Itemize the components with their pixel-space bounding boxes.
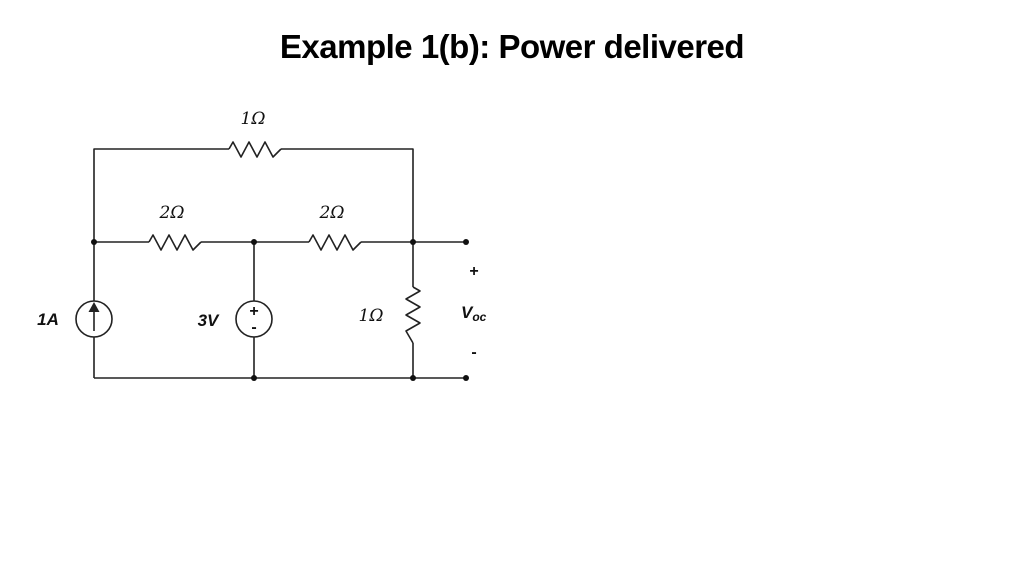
resistor-left-label: 2Ω: [159, 203, 185, 223]
current-source-circle: [75, 300, 113, 338]
resistor-mid-zigzag: [308, 234, 362, 251]
junction-dot-left: [91, 239, 97, 245]
voltage-source-plus: +: [249, 303, 258, 320]
terminal-dot-top: [463, 239, 469, 245]
current-source-arrowhead: [88, 302, 100, 312]
terminal-dot-bottom: [463, 375, 469, 381]
resistor-top-label: 1Ω: [241, 109, 266, 129]
resistor-right-zigzag: [405, 286, 421, 344]
resistor-left-zigzag: [148, 234, 202, 251]
junction-dot-bottom-right: [410, 375, 416, 381]
voltage-source-minus: -: [251, 319, 256, 336]
slide-title: Example 1(b): Power delivered: [279, 28, 745, 65]
current-source-label: 1A: [37, 310, 59, 329]
voltage-source-circle: [235, 300, 273, 338]
resistor-right-label: 1Ω: [359, 306, 384, 326]
junction-dot-center: [251, 239, 257, 245]
output-minus-sign: -: [471, 344, 476, 361]
output-voltage-subscript: oc: [472, 310, 486, 324]
output-voltage-main: V: [461, 303, 474, 322]
junction-dot-right: [410, 239, 416, 245]
resistor-top-zigzag: [228, 141, 282, 158]
output-voltage-label: Voc: [461, 303, 487, 324]
top-wire: [93, 148, 229, 242]
output-plus-sign: +: [469, 263, 478, 280]
resistor-mid-label: 2Ω: [319, 203, 345, 223]
top-wire-right: [281, 148, 414, 242]
junction-dot-bottom-center: [251, 375, 257, 381]
voltage-source-label: 3V: [198, 311, 220, 330]
